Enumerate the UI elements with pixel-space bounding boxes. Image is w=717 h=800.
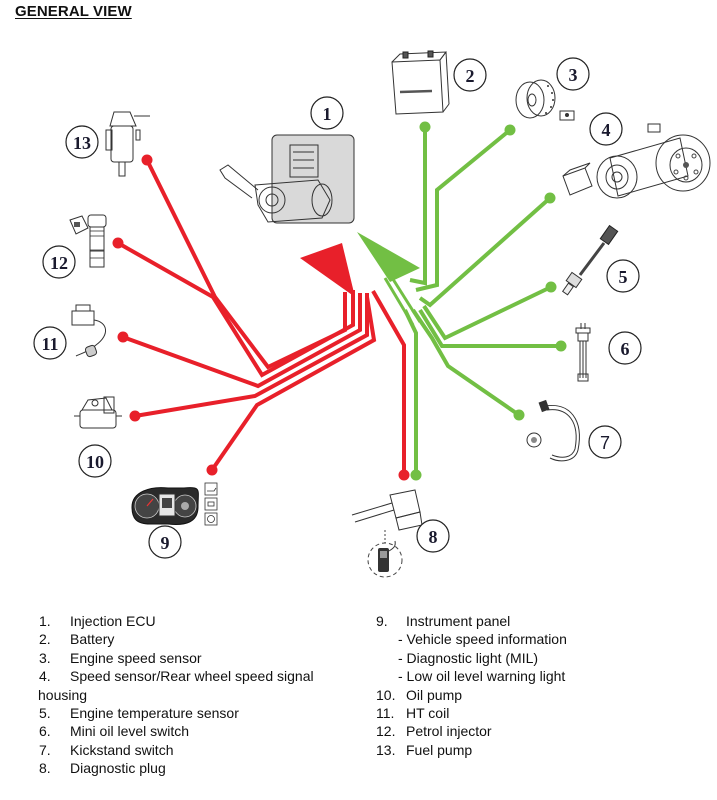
callout-3: 3 (556, 57, 590, 91)
legend-subitem: - Diagnostic light (MIL) (398, 649, 539, 666)
terminal-speed-sensor-housing (544, 192, 556, 204)
legend-item: 2.Battery (39, 631, 115, 648)
wire-battery (409, 128, 427, 286)
callout-12: 12 (42, 245, 76, 279)
svg-text:10: 10 (86, 452, 104, 472)
terminal-petrol-injector (112, 237, 124, 249)
svg-text:4: 4 (602, 120, 611, 140)
terminal-instrument-panel (206, 464, 218, 476)
terminal-engine-speed-sensor (504, 124, 516, 136)
wire-diagnostic-red (371, 290, 406, 473)
callout-7: 7 (588, 425, 622, 459)
wire-oil-pump (134, 293, 369, 418)
wire-instrument-panel (210, 296, 377, 472)
red-wire-group (117, 159, 406, 473)
legend-subitem: - Low oil level warning light (398, 668, 566, 685)
battery-icon (391, 50, 450, 115)
page-title: GENERAL VIEW (15, 3, 132, 20)
fuel-pump-icon (105, 111, 150, 177)
legend-subitem: - Vehicle speed information (398, 631, 567, 648)
callout-10: 10 (78, 444, 112, 478)
red-arrow-head (300, 243, 355, 297)
drive-belt-housing-icon (562, 123, 711, 199)
legend-item: 4.Speed sensor/Rear wheel speed signal (39, 668, 314, 685)
legend-item: 6.Mini oil level switch (39, 723, 190, 740)
legend-item-continuation: housing (38, 686, 88, 703)
svg-text:5: 5 (619, 267, 628, 287)
svg-text:8: 8 (429, 527, 438, 547)
ht-coil-icon (71, 304, 106, 358)
svg-text:11: 11 (41, 334, 58, 354)
callout-2: 2 (453, 58, 487, 92)
instrument-panel-icon (131, 487, 199, 525)
legend-item: 8.Diagnostic plug (39, 760, 166, 777)
wire-fuel-pump (145, 159, 347, 370)
kickstand-switch-icon (526, 399, 580, 462)
terminal-oil-level-switch (555, 340, 567, 352)
temperature-sensor-icon (561, 224, 619, 296)
legend-item: 9.Instrument panel (376, 613, 511, 629)
oil-can-icon (204, 482, 218, 496)
callout-13: 13 (65, 125, 99, 159)
terminal-battery (419, 121, 431, 133)
terminal-oil-pump (129, 410, 141, 422)
terminal-diagnostic-red (398, 469, 410, 481)
legend-item: 13.Fuel pump (376, 741, 473, 758)
legend-item: 3.Engine speed sensor (39, 649, 202, 666)
wire-speed-sensor-housing (418, 196, 552, 308)
engine-check-icon (204, 497, 218, 511)
wire-temperature-sensor (422, 285, 552, 341)
callout-11: 11 (33, 326, 67, 360)
speed-dial-icon (204, 512, 218, 526)
legend-item: 1.Injection ECU (39, 613, 156, 629)
wire-kickstand-switch (411, 308, 521, 417)
legend-item: 12.Petrol injector (376, 723, 492, 740)
instrument-panel-indicators (204, 482, 218, 526)
svg-text:1: 1 (323, 104, 332, 124)
wire-oil-level-switch (418, 308, 560, 348)
legend-left: 1.Injection ECU 2.Battery 3.Engine speed… (38, 612, 359, 778)
svg-text:9: 9 (161, 533, 170, 553)
diagnostic-plug-icon (351, 489, 423, 578)
callout-9: 9 (148, 525, 182, 559)
svg-text:6: 6 (621, 339, 630, 359)
green-wire-group (403, 128, 560, 473)
legend-right: 9.Instrument panel - Vehicle speed infor… (376, 612, 567, 759)
oil-level-switch-icon (575, 323, 591, 382)
wire-diagnostic-green (403, 309, 418, 473)
terminal-diagnostic-green (410, 469, 422, 481)
legend-item: 10.Oil pump (376, 686, 463, 703)
legend-item: 5.Engine temperature sensor (39, 705, 239, 722)
callout-1: 1 (310, 96, 344, 130)
callout-6: 6 (608, 331, 642, 365)
legend-item: 11.HT coil (376, 705, 450, 722)
wire-ht-coil (122, 293, 362, 389)
ecu-throttle-body-icon (219, 134, 355, 224)
green-wire-terminals (410, 121, 567, 481)
legend-item: 7.Kickstand switch (39, 741, 174, 758)
wire-engine-speed-sensor (415, 128, 512, 292)
callout-4: 4 (589, 112, 623, 146)
terminal-kickstand-switch (513, 409, 525, 421)
svg-text:12: 12 (50, 253, 68, 273)
wiring-diagram: 1 2 3 4 5 6 7 8 9 10 11 12 13 (33, 50, 711, 578)
flywheel-sensor-icon (515, 79, 575, 121)
svg-text:3: 3 (569, 65, 578, 85)
callout-8: 8 (416, 519, 450, 553)
red-wire-terminals (112, 154, 410, 481)
terminal-fuel-pump (141, 154, 153, 166)
oil-pump-icon (74, 396, 122, 429)
terminal-temperature-sensor (545, 281, 557, 293)
wire-petrol-injector (117, 241, 355, 378)
callout-5: 5 (606, 259, 640, 293)
svg-text:2: 2 (466, 66, 475, 86)
petrol-injector-icon (69, 214, 107, 268)
svg-text:7: 7 (600, 433, 610, 453)
green-arrow-head (357, 232, 420, 282)
terminal-ht-coil (117, 331, 129, 343)
svg-text:13: 13 (73, 133, 91, 153)
